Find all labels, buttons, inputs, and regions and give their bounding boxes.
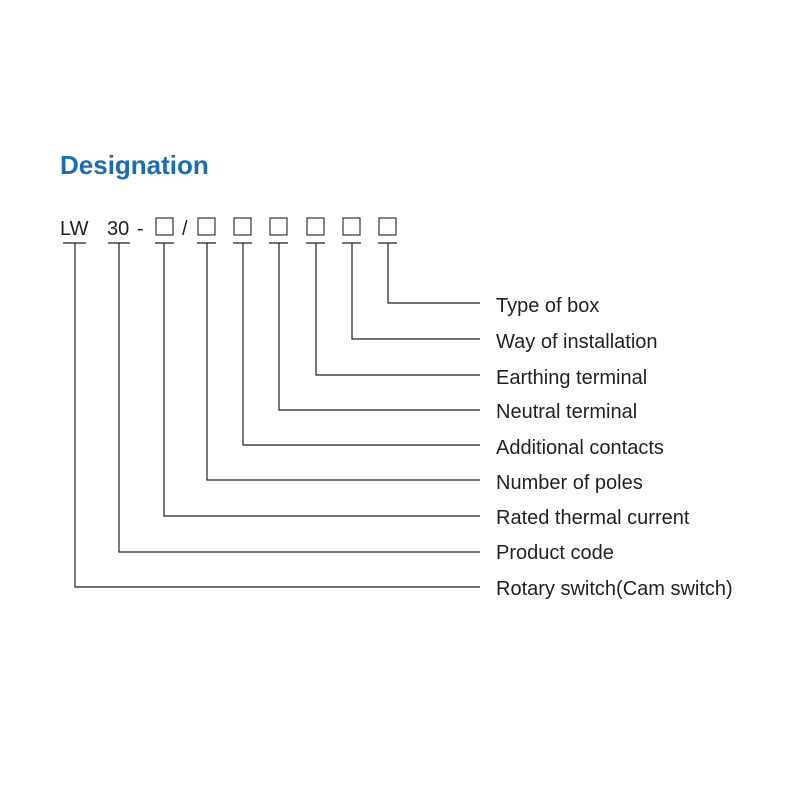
leader-type-of-box [387, 243, 480, 304]
label-neutral-terminal: Neutral terminal [496, 401, 637, 423]
code-box-poles [197, 217, 216, 236]
leader-additional-contacts [242, 243, 480, 446]
leader-product-code [118, 243, 480, 553]
code-box-type-of-box [378, 217, 397, 236]
label-way-of-installation: Way of installation [496, 331, 658, 353]
code-slash: / [182, 218, 188, 240]
leader-rotary-switch [74, 243, 480, 588]
label-type-of-box: Type of box [496, 295, 599, 317]
leader-earthing-terminal [315, 243, 480, 376]
code-box-neutral-terminal [269, 217, 288, 236]
leader-lines [74, 243, 480, 588]
label-additional-contacts: Additional contacts [496, 437, 664, 459]
label-earthing-terminal: Earthing terminal [496, 367, 647, 389]
leader-number-of-poles [206, 243, 480, 481]
leader-way-of-installation [351, 243, 480, 340]
code-box-additional-contacts [233, 217, 252, 236]
code-box-rated-current [155, 217, 174, 236]
label-product-code: Product code [496, 542, 614, 564]
label-rotary-switch: Rotary switch(Cam switch) [496, 578, 733, 600]
code-current: 30 [107, 218, 129, 240]
label-rated-thermal-current: Rated thermal current [496, 507, 690, 529]
label-number-of-poles: Number of poles [496, 472, 643, 494]
leader-neutral-terminal [278, 243, 480, 411]
code-box-installation [342, 217, 361, 236]
leader-rated-thermal-current [163, 243, 480, 517]
page-title: Designation [60, 150, 209, 180]
code-box-earthing-terminal [306, 217, 325, 236]
code-prefix: LW [60, 218, 89, 240]
code-dash: - [137, 218, 144, 240]
